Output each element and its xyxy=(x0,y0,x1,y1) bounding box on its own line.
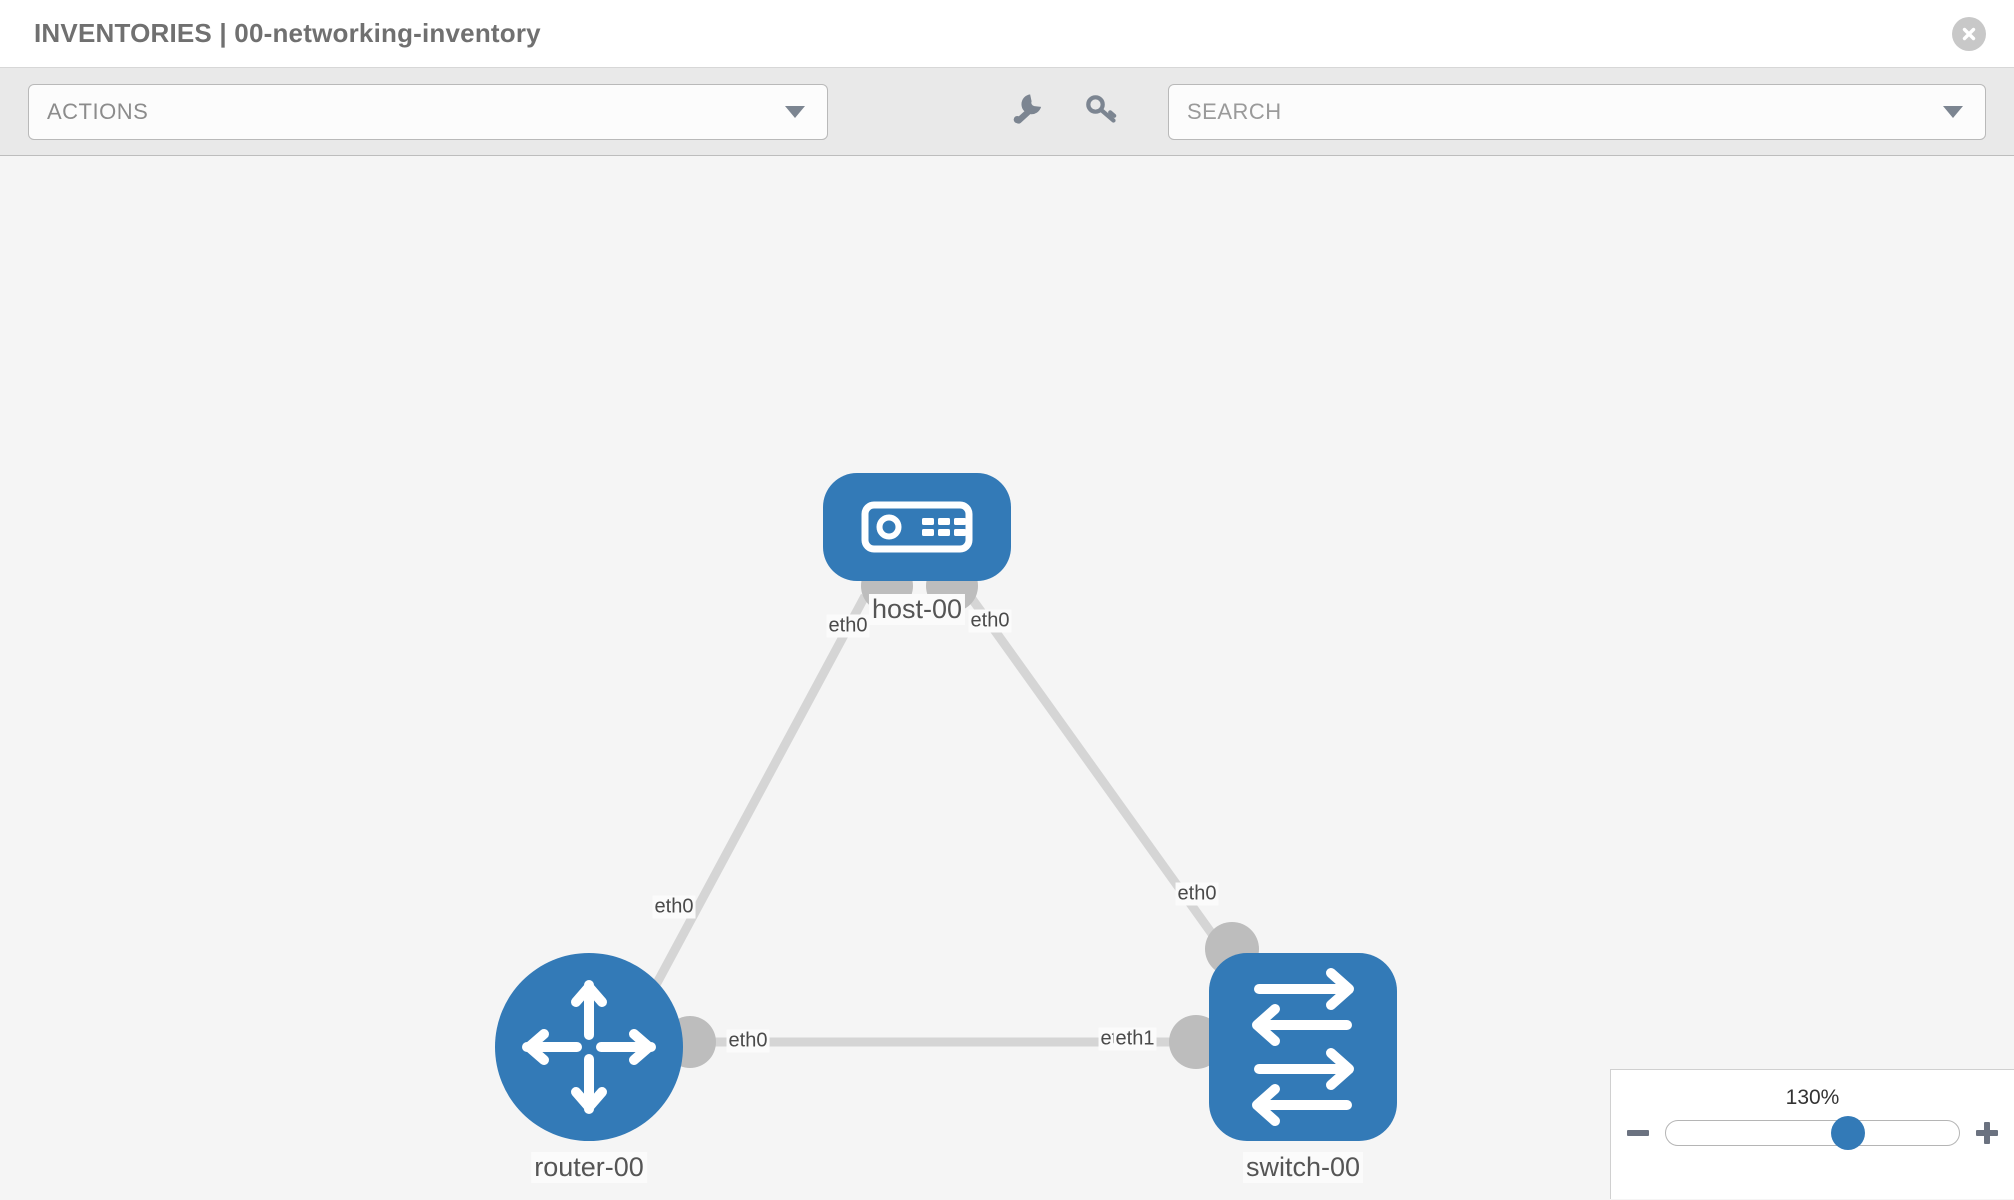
zoom-out-button[interactable] xyxy=(1625,1120,1651,1146)
iface-label: eth0 xyxy=(826,614,870,638)
link-host00-switch00 xyxy=(966,593,1239,969)
node-label-host-00: host-00 xyxy=(868,594,966,625)
search-input[interactable]: SEARCH xyxy=(1168,83,1986,140)
zoom-percent-label: 130% xyxy=(1785,1086,1840,1109)
key-icon[interactable] xyxy=(1082,90,1120,133)
server-icon xyxy=(861,501,973,553)
zoom-control: 130% xyxy=(1610,1069,2014,1199)
close-icon xyxy=(1959,24,1979,44)
iface-label: eth0 xyxy=(726,1029,770,1053)
topology-links xyxy=(646,593,1239,1047)
link-host00-router00 xyxy=(646,593,869,999)
node-router-00 xyxy=(495,953,683,1141)
iface-label: eth0 xyxy=(968,609,1012,633)
node-label-router-00: router-00 xyxy=(531,1152,647,1183)
actions-dropdown-label: ACTIONS xyxy=(47,98,149,124)
page-title: INVENTORIES | 00-networking-inventory xyxy=(34,18,541,48)
iface-label: eth0 xyxy=(1175,882,1219,906)
topology-graph xyxy=(495,473,1397,1141)
node-label-switch-00: switch-00 xyxy=(1242,1152,1364,1183)
chevron-down-icon xyxy=(785,105,805,118)
toolbar: ACTIONS SEARCH xyxy=(0,68,2014,156)
search-placeholder: SEARCH xyxy=(1187,98,1282,124)
router-arrows-icon xyxy=(522,980,656,1114)
topology-canvas[interactable]: eth0 eth0 eth0 eth0 eth0 eth0 eth1 host-… xyxy=(0,156,2014,1199)
zoom-slider-row xyxy=(1611,1116,2014,1150)
node-switch-00 xyxy=(1209,953,1397,1141)
zoom-slider-thumb[interactable] xyxy=(1830,1116,1865,1150)
chevron-down-icon[interactable] xyxy=(1943,105,1963,118)
topology-connectors xyxy=(664,560,1259,1069)
node-host-00 xyxy=(823,473,1011,581)
page-header: INVENTORIES | 00-networking-inventory xyxy=(0,0,2014,68)
iface-label: eth0 xyxy=(652,895,696,919)
close-button[interactable] xyxy=(1952,16,1986,51)
toolbar-icon-group xyxy=(1008,90,1120,133)
actions-dropdown[interactable]: ACTIONS xyxy=(28,83,828,140)
iface-label: eth1 xyxy=(1113,1027,1157,1051)
zoom-slider-track[interactable] xyxy=(1665,1116,1960,1150)
switch-arrows-icon xyxy=(1252,968,1354,1126)
wrench-icon[interactable] xyxy=(1008,90,1046,133)
zoom-in-button[interactable] xyxy=(1974,1120,2000,1146)
